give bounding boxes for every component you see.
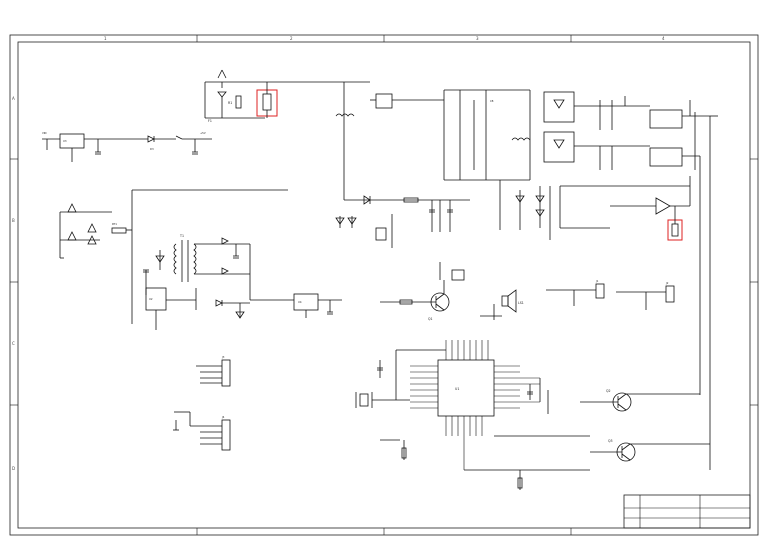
j2-label: J2 <box>665 281 669 285</box>
svg-text:C8: C8 <box>490 99 494 103</box>
zone-col-2: 2 <box>290 36 293 41</box>
microcontroller: U1 <box>355 340 590 470</box>
connectors-mid-right: J1 J2 <box>546 279 675 310</box>
switcher-ic: U2 <box>131 287 250 330</box>
sheet-frame <box>9 34 759 536</box>
svg-text:F1: F1 <box>208 119 212 123</box>
mcu-body <box>437 359 495 417</box>
j4-label: J4 <box>221 415 225 419</box>
speaker-label: LS1 <box>518 301 524 305</box>
zone-labels: 1 2 3 4 A B C D <box>12 36 665 471</box>
zone-col-3: 3 <box>476 36 479 41</box>
svg-text:R1: R1 <box>228 101 232 105</box>
j3-label: J3 <box>221 355 225 359</box>
output-transistors: Q2 Q3 <box>464 389 710 490</box>
q2-label: Q2 <box>606 389 611 393</box>
title-block <box>623 494 751 529</box>
q3-label: Q3 <box>608 439 613 443</box>
buzzer-driver: Q1 <box>380 262 465 321</box>
key-connector: J4 <box>173 411 231 451</box>
speaker: LS1 <box>480 289 524 320</box>
zone-row-a: A <box>12 96 15 101</box>
driver-ic-bottom <box>649 147 683 167</box>
zone-row-d: D <box>12 466 15 471</box>
flyback-transformer: T1 <box>143 234 251 300</box>
regulator2-label: U4 <box>298 300 302 304</box>
current-sense <box>499 176 691 241</box>
regulator-chain: U3 VIN +5V D3 <box>42 131 212 162</box>
secondary-regulator: U4 <box>250 293 342 318</box>
zone-col-4: 4 <box>662 36 665 41</box>
power-stage <box>511 90 718 470</box>
svg-text:+5V: +5V <box>200 131 206 135</box>
ac-input-block: RT1 <box>59 189 288 322</box>
zone-row-b: B <box>12 218 15 223</box>
svg-text:D3: D3 <box>150 147 154 151</box>
svg-text:VIN: VIN <box>42 131 47 135</box>
switcher-ic-label: U2 <box>149 297 153 301</box>
zone-col-1: 1 <box>104 36 107 41</box>
driver-ic-top <box>649 109 683 129</box>
display-connector: J3 <box>196 355 231 387</box>
zone-row-c: C <box>12 341 15 346</box>
q1-label: Q1 <box>428 317 433 321</box>
input-section: R1 F1 <box>204 69 370 123</box>
transformer-label: T1 <box>179 234 184 238</box>
j1-label: J1 <box>595 279 599 283</box>
center-power-filter: C8 <box>335 82 530 248</box>
svg-text:RT1: RT1 <box>112 222 117 226</box>
mcu-label: U1 <box>455 387 459 391</box>
regulator-label: U3 <box>63 139 67 143</box>
